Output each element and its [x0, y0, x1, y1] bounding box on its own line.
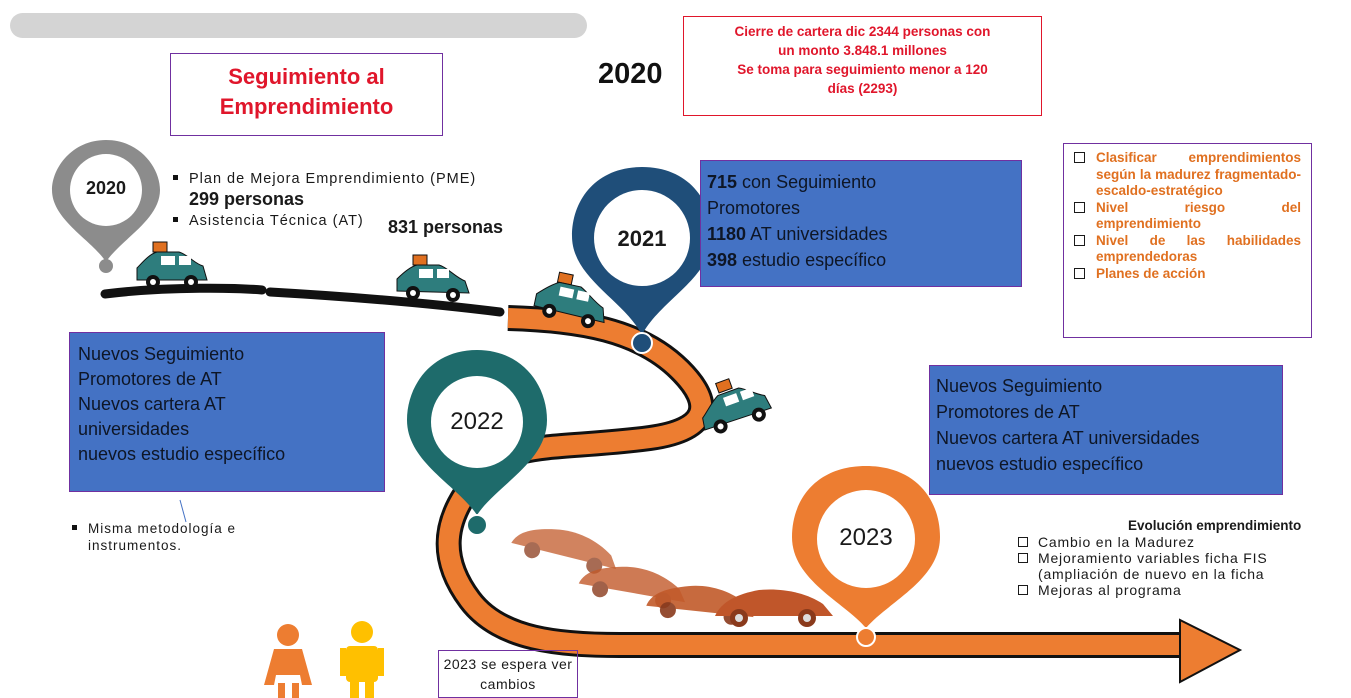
box-2021-text-1: con Seguimiento [737, 172, 877, 192]
top-grey-bar [10, 13, 587, 38]
cartera-box: Cierre de cartera dic 2344 personas con … [683, 16, 1042, 116]
box-left-line-3: Nuevos cartera AT [78, 394, 226, 414]
checkbox-icon [1018, 585, 1028, 595]
car-faded-4 [715, 589, 833, 627]
box-2021-text-4: estudio específico [737, 250, 887, 270]
box-right-line-2: Promotores de AT [936, 402, 1080, 422]
pin-2021-label: 2021 [617, 226, 667, 251]
checkbox-icon [1074, 267, 1085, 279]
box-2021-num-3: 1180 [707, 224, 747, 244]
evolution-title: Evolución emprendimiento [1128, 518, 1302, 533]
title-box: Seguimiento al Emprendimiento [170, 53, 443, 136]
road-black-segment [100, 283, 505, 317]
pointer-line [179, 499, 187, 523]
plan-item-pme: Plan de Mejora Emprendimiento (PME) [173, 169, 563, 189]
checkbox-icon [1074, 201, 1085, 213]
title-line-2: Emprendimiento [219, 94, 394, 119]
methodology-note: Misma metodología e instrumentos. [72, 520, 297, 554]
evolution-item: Mejoras al programa [1016, 582, 1351, 598]
cartera-line-4: días (2293) [827, 81, 898, 96]
plan-item-pme-label: Plan de Mejora Emprendimiento (PME) [189, 171, 477, 187]
man-icon [340, 621, 384, 698]
expect-box: 2023 se espera ver cambios [438, 650, 578, 698]
car-faded-1 [511, 529, 617, 574]
pin-2022-label: 2022 [450, 408, 504, 435]
pin-2021 [572, 167, 712, 354]
checkbox-icon [1018, 537, 1028, 547]
box-left-line-2: Promotores de AT [78, 369, 222, 389]
box-right-line-1: Nuevos Seguimiento [936, 376, 1103, 396]
criteria-item: Nivel riesgo del emprendimiento [1072, 200, 1301, 233]
box-right-line-4: nuevos estudio específico [936, 454, 1144, 474]
plan-item-pme-value: 299 personas [189, 189, 305, 209]
evolution-item: Cambio en la Madurez [1016, 534, 1351, 550]
box-2021: 715 con Seguimiento Promotores 1180 AT u… [700, 160, 1022, 287]
criteria-list: Clasificar emprendimientos según la madu… [1063, 143, 1312, 338]
evolution-item-continued: (ampliación de nuevo en la ficha [1038, 566, 1265, 582]
pin-2022 [407, 350, 547, 536]
cartera-line-3: Se toma para seguimiento menor a 120 [737, 62, 988, 77]
year-header: 2020 [598, 58, 663, 90]
box-left-line-1: Nuevos Seguimiento [78, 344, 245, 364]
box-left-line-5: nuevos estudio específico [78, 444, 286, 464]
evolution-list: Evolución emprendimiento Cambio en la Ma… [1016, 518, 1351, 598]
pin-2023-label: 2023 [839, 524, 893, 551]
woman-icon [264, 624, 312, 698]
cartera-line-1: Cierre de cartera dic 2344 personas con [734, 24, 991, 39]
box-2021-num-1: 715 [707, 172, 738, 192]
checkbox-icon [1018, 553, 1028, 563]
plan-2020-list: Plan de Mejora Emprendimiento (PME) 299 … [173, 169, 563, 231]
criteria-item: Nivel de las habilidades emprendedoras [1072, 233, 1301, 266]
criteria-item: Planes de acción [1072, 266, 1301, 283]
box-nuevos-right: Nuevos Seguimiento Promotores de AT Nuev… [929, 365, 1283, 495]
methodology-text: Misma metodología e instrumentos. [88, 521, 237, 553]
car-4 [702, 378, 773, 434]
box-2021-num-4: 398 [707, 250, 738, 270]
evolution-item: Mejoramiento variables ficha FIS [1016, 550, 1351, 566]
car-1 [136, 241, 208, 289]
plan-item-at-value: 831 personas [388, 217, 504, 238]
box-nuevos-left: Nuevos Seguimiento Promotores de AT Nuev… [69, 332, 385, 492]
title-line-1: Seguimiento al [228, 64, 385, 89]
car-3 [533, 271, 605, 329]
plan-item-at: Asistencia Técnica (AT) [173, 211, 563, 231]
pin-2020 [52, 140, 160, 273]
cartera-line-2: un monto 3.848.1 millones [778, 43, 947, 58]
checkbox-icon [1074, 234, 1085, 246]
box-2021-text-2: Promotores [707, 198, 801, 218]
box-2021-text-3: AT universidades [746, 224, 888, 244]
checkbox-icon [1074, 152, 1085, 163]
box-right-line-3: Nuevos cartera AT universidades [936, 428, 1200, 448]
pin-2023 [792, 466, 940, 647]
plan-item-at-label: Asistencia Técnica (AT) [189, 213, 364, 229]
box-left-line-4: universidades [78, 419, 190, 439]
criteria-item: Clasificar emprendimientos según la madu… [1072, 150, 1301, 200]
car-2 [396, 254, 470, 302]
pin-2020-label: 2020 [85, 178, 127, 198]
